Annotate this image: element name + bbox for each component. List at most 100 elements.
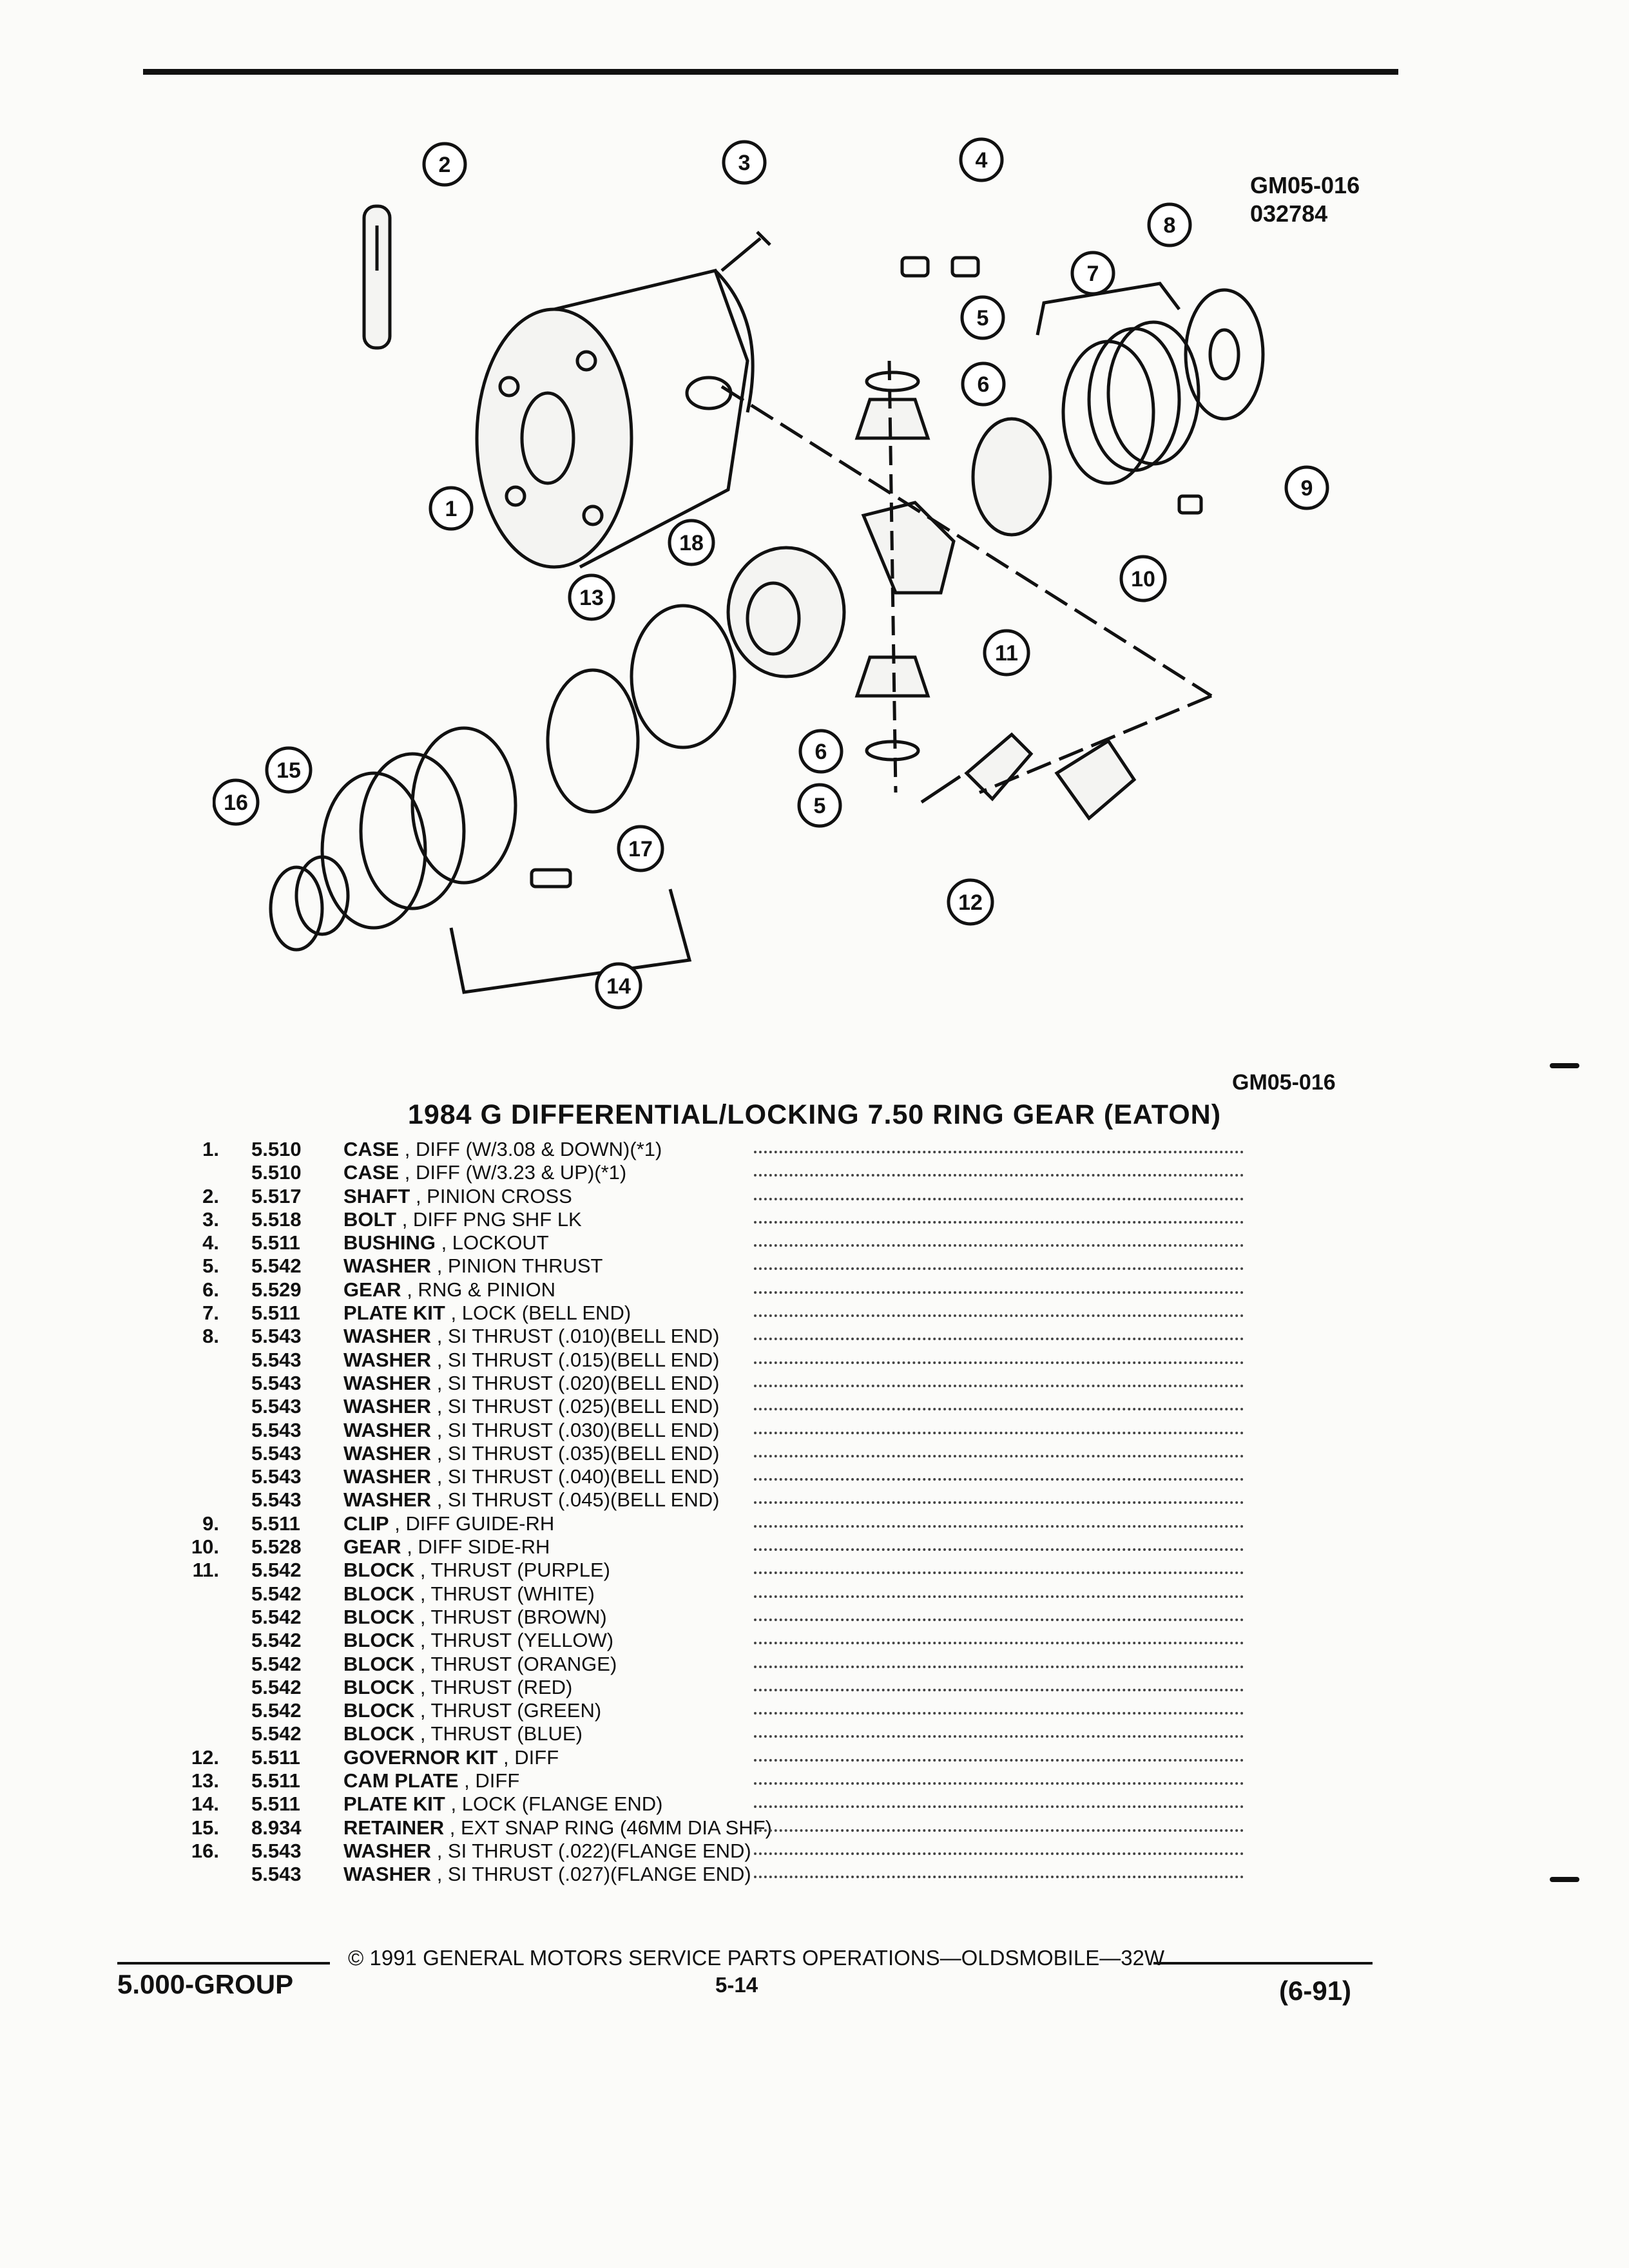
group-number: 5.543 [251, 1348, 302, 1371]
dot-leader [754, 1829, 1244, 1832]
svg-text:17: 17 [628, 837, 653, 861]
dot-leader [754, 1642, 1244, 1645]
group-number: 5.542 [251, 1699, 302, 1722]
item-number: 6. [202, 1278, 219, 1301]
part-detail: , SI THRUST (.027)(FLANGE END) [436, 1863, 751, 1886]
dot-leader [754, 1314, 1244, 1318]
part-detail: , SI THRUST (.015)(BELL END) [436, 1348, 720, 1371]
part-description: CLIP , DIFF GUIDE-RH [343, 1512, 554, 1535]
part-name: BLOCK [343, 1605, 415, 1628]
part-detail: , DIFF GUIDE-RH [394, 1512, 555, 1535]
group-number: 5.543 [251, 1418, 302, 1441]
svg-text:3: 3 [738, 151, 751, 175]
callout-13: 13 [568, 573, 615, 621]
part-description: BLOCK , THRUST (WHITE) [343, 1582, 595, 1606]
dot-leader [754, 1688, 1244, 1691]
part-description: BLOCK , THRUST (PURPLE) [343, 1559, 610, 1582]
part-detail: , DIFF PNG SHF LK [401, 1207, 582, 1231]
callout-14: 14 [595, 962, 642, 1010]
part-description: CASE , DIFF (W/3.23 & UP)(*1) [343, 1161, 626, 1184]
scan-mark [1550, 1063, 1579, 1068]
dot-leader [754, 1220, 1244, 1224]
part-description: WASHER , PINION THRUST [343, 1254, 602, 1278]
svg-text:10: 10 [1131, 567, 1155, 591]
part-description: BLOCK , THRUST (ORANGE) [343, 1653, 617, 1676]
group-number: 8.934 [251, 1816, 302, 1839]
item-number: 13. [191, 1769, 219, 1792]
item-number: 15. [191, 1816, 219, 1839]
part-detail: , SI THRUST (.022)(FLANGE END) [436, 1839, 751, 1862]
top-rule [143, 69, 1398, 75]
part-name: WASHER [343, 1254, 432, 1278]
part-detail: , LOCKOUT [441, 1231, 549, 1254]
group-number: 5.543 [251, 1441, 302, 1465]
callout-15: 15 [265, 746, 313, 794]
part-detail: , SI THRUST (.045)(BELL END) [436, 1488, 720, 1512]
group-number: 5.510 [251, 1161, 302, 1184]
callout-1: 1 [429, 486, 474, 531]
part-description: SHAFT , PINION CROSS [343, 1185, 572, 1208]
item-number: 12. [191, 1745, 219, 1769]
part-description: WASHER , SI THRUST (.027)(FLANGE END) [343, 1863, 751, 1886]
dot-leader [754, 1338, 1244, 1341]
group-number: 5.542 [251, 1675, 302, 1698]
group-number: 5.543 [251, 1488, 302, 1512]
part-name: GEAR [343, 1535, 401, 1559]
group-number: 5.543 [251, 1371, 302, 1394]
part-detail: , SI THRUST (.040)(BELL END) [436, 1465, 720, 1488]
callout-11: 11 [983, 629, 1030, 677]
callout-9: 9 [1284, 465, 1329, 510]
part-detail: , THRUST (YELLOW) [419, 1629, 614, 1652]
part-name: WASHER [343, 1839, 432, 1862]
dot-leader [754, 1782, 1244, 1785]
footer-group: 5.000-GROUP [117, 1969, 294, 1999]
group-number: 5.542 [251, 1582, 302, 1605]
flange-end-plate-kit-drawing [320, 668, 692, 994]
part-description: BLOCK , THRUST (BLUE) [343, 1722, 583, 1745]
group-number: 5.542 [251, 1722, 302, 1745]
bushing-drawing [900, 256, 930, 278]
part-name: BLOCK [343, 1699, 415, 1722]
part-detail: , THRUST (ORANGE) [419, 1652, 617, 1675]
group-number: 5.511 [251, 1769, 300, 1792]
part-description: GEAR , DIFF SIDE-RH [343, 1535, 550, 1559]
dot-leader [754, 1291, 1244, 1294]
part-name: CASE [343, 1161, 400, 1184]
dot-leader [754, 1174, 1244, 1177]
part-description: WASHER , SI THRUST (.022)(FLANGE END) [343, 1840, 751, 1863]
dot-leader [754, 1735, 1244, 1738]
part-detail: , SI THRUST (.025)(BELL END) [436, 1395, 720, 1418]
part-detail: , LOCK (BELL END) [450, 1302, 631, 1325]
group-number: 5.542 [251, 1629, 302, 1652]
part-description: PLATE KIT , LOCK (BELL END) [343, 1302, 631, 1325]
drawing-code: GM05-016 [1250, 172, 1360, 198]
svg-text:1: 1 [445, 497, 458, 521]
drawing-code-bottom: GM05-016 [1232, 1070, 1336, 1095]
part-description: WASHER , SI THRUST (.045)(BELL END) [343, 1488, 719, 1512]
part-name: CAM PLATE [343, 1769, 459, 1792]
dot-leader [754, 1712, 1244, 1715]
callout-17: 17 [617, 825, 664, 872]
group-number: 5.542 [251, 1605, 302, 1628]
item-number: 4. [202, 1231, 219, 1254]
callout-5-top: 5 [960, 295, 1005, 340]
part-description: BLOCK , THRUST (RED) [343, 1676, 572, 1699]
drawing-date-code: 032784 [1250, 200, 1328, 227]
part-description: WASHER , SI THRUST (.040)(BELL END) [343, 1465, 719, 1488]
part-description: GOVERNOR KIT , DIFF [343, 1746, 559, 1769]
part-description: WASHER , SI THRUST (.020)(BELL END) [343, 1372, 719, 1395]
part-description: RETAINER , EXT SNAP RING (46MM DIA SHF) [343, 1816, 772, 1840]
svg-text:6: 6 [978, 372, 990, 397]
part-name: CASE [343, 1138, 400, 1160]
page-number: 5-14 [715, 1973, 758, 1997]
